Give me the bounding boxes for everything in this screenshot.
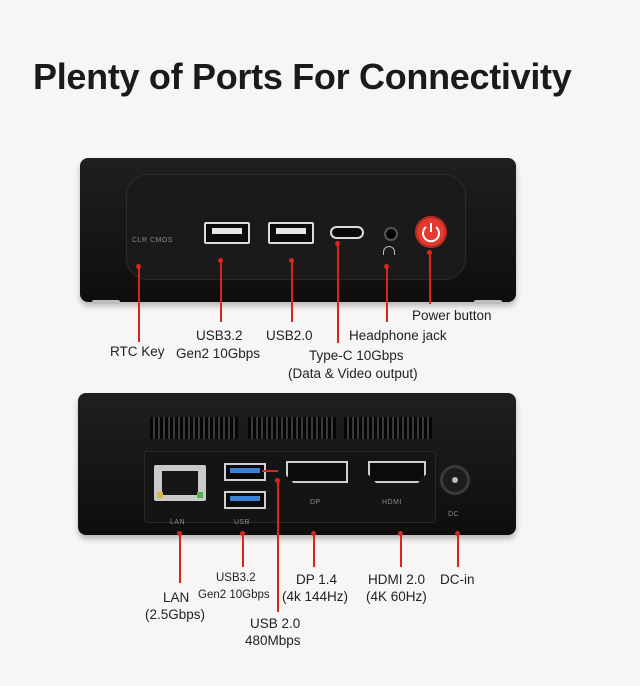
- usb32-label-line2: Gen2 10Gbps: [176, 346, 261, 361]
- dc-in-label: DC-in: [440, 572, 475, 587]
- clr-cmos-label: CLR CMOS: [132, 237, 173, 244]
- hdmi-label-line1: HDMI 2.0: [368, 572, 426, 587]
- typec-label-line1: Type-C 10Gbps: [309, 348, 404, 363]
- type-c-port: [330, 226, 364, 239]
- front-foot-left: [92, 300, 120, 304]
- usb32-rear-label-line2: Gen2 10Gbps: [198, 589, 270, 601]
- dc-silk: DC: [448, 511, 460, 518]
- usb20-port: [268, 222, 314, 244]
- dp-port: [286, 461, 348, 483]
- usb32-rear-port-top: [224, 463, 266, 481]
- headphone-jack: [384, 227, 398, 241]
- lan-silk: LAN: [170, 519, 186, 526]
- headphone-icon: [383, 246, 395, 255]
- usb20-rear-label-line1: USB 2.0: [250, 616, 301, 631]
- dp-label-line2: (4k 144Hz): [282, 589, 349, 604]
- usb20-rear-label-line2: 480Mbps: [245, 633, 301, 648]
- headphone-label: Headphone jack: [349, 328, 447, 343]
- dp-silk: DP: [310, 499, 321, 506]
- rear-vent-3: [344, 417, 432, 439]
- hdmi-label-line2: (4K 60Hz): [366, 589, 427, 604]
- mini-pc-front: CLR CMOS: [80, 158, 516, 302]
- hdmi-silk: HDMI: [382, 499, 402, 506]
- dc-in-port: [440, 465, 470, 495]
- typec-label-line2: (Data & Video output): [288, 366, 418, 381]
- usb32-port: [204, 222, 250, 244]
- front-foot-right: [474, 300, 502, 304]
- dp-label-line1: DP 1.4: [296, 572, 338, 587]
- mini-pc-rear: LAN USB DP HDMI DC: [78, 393, 516, 535]
- hdmi-port: [368, 461, 426, 483]
- rear-vent-1: [150, 417, 238, 439]
- page-title: Plenty of Ports For Connectivity: [33, 56, 572, 97]
- power-icon: [422, 223, 440, 243]
- usb20-label: USB2.0: [266, 328, 313, 343]
- lan-port: [154, 465, 206, 501]
- rtc-key-label: RTC Key: [110, 344, 165, 359]
- usb32-rear-label-line1: USB3.2: [216, 572, 256, 584]
- lan-label-line1: LAN: [163, 590, 190, 605]
- power-button: [415, 216, 447, 248]
- power-button-label: Power button: [412, 308, 492, 323]
- usb32-rear-port-bottom: [224, 491, 266, 509]
- rear-vent-2: [248, 417, 336, 439]
- lan-label-line2: (2.5Gbps): [145, 607, 206, 622]
- usb32-label-line1: USB3.2: [196, 328, 243, 343]
- usb-silk: USB: [234, 519, 250, 526]
